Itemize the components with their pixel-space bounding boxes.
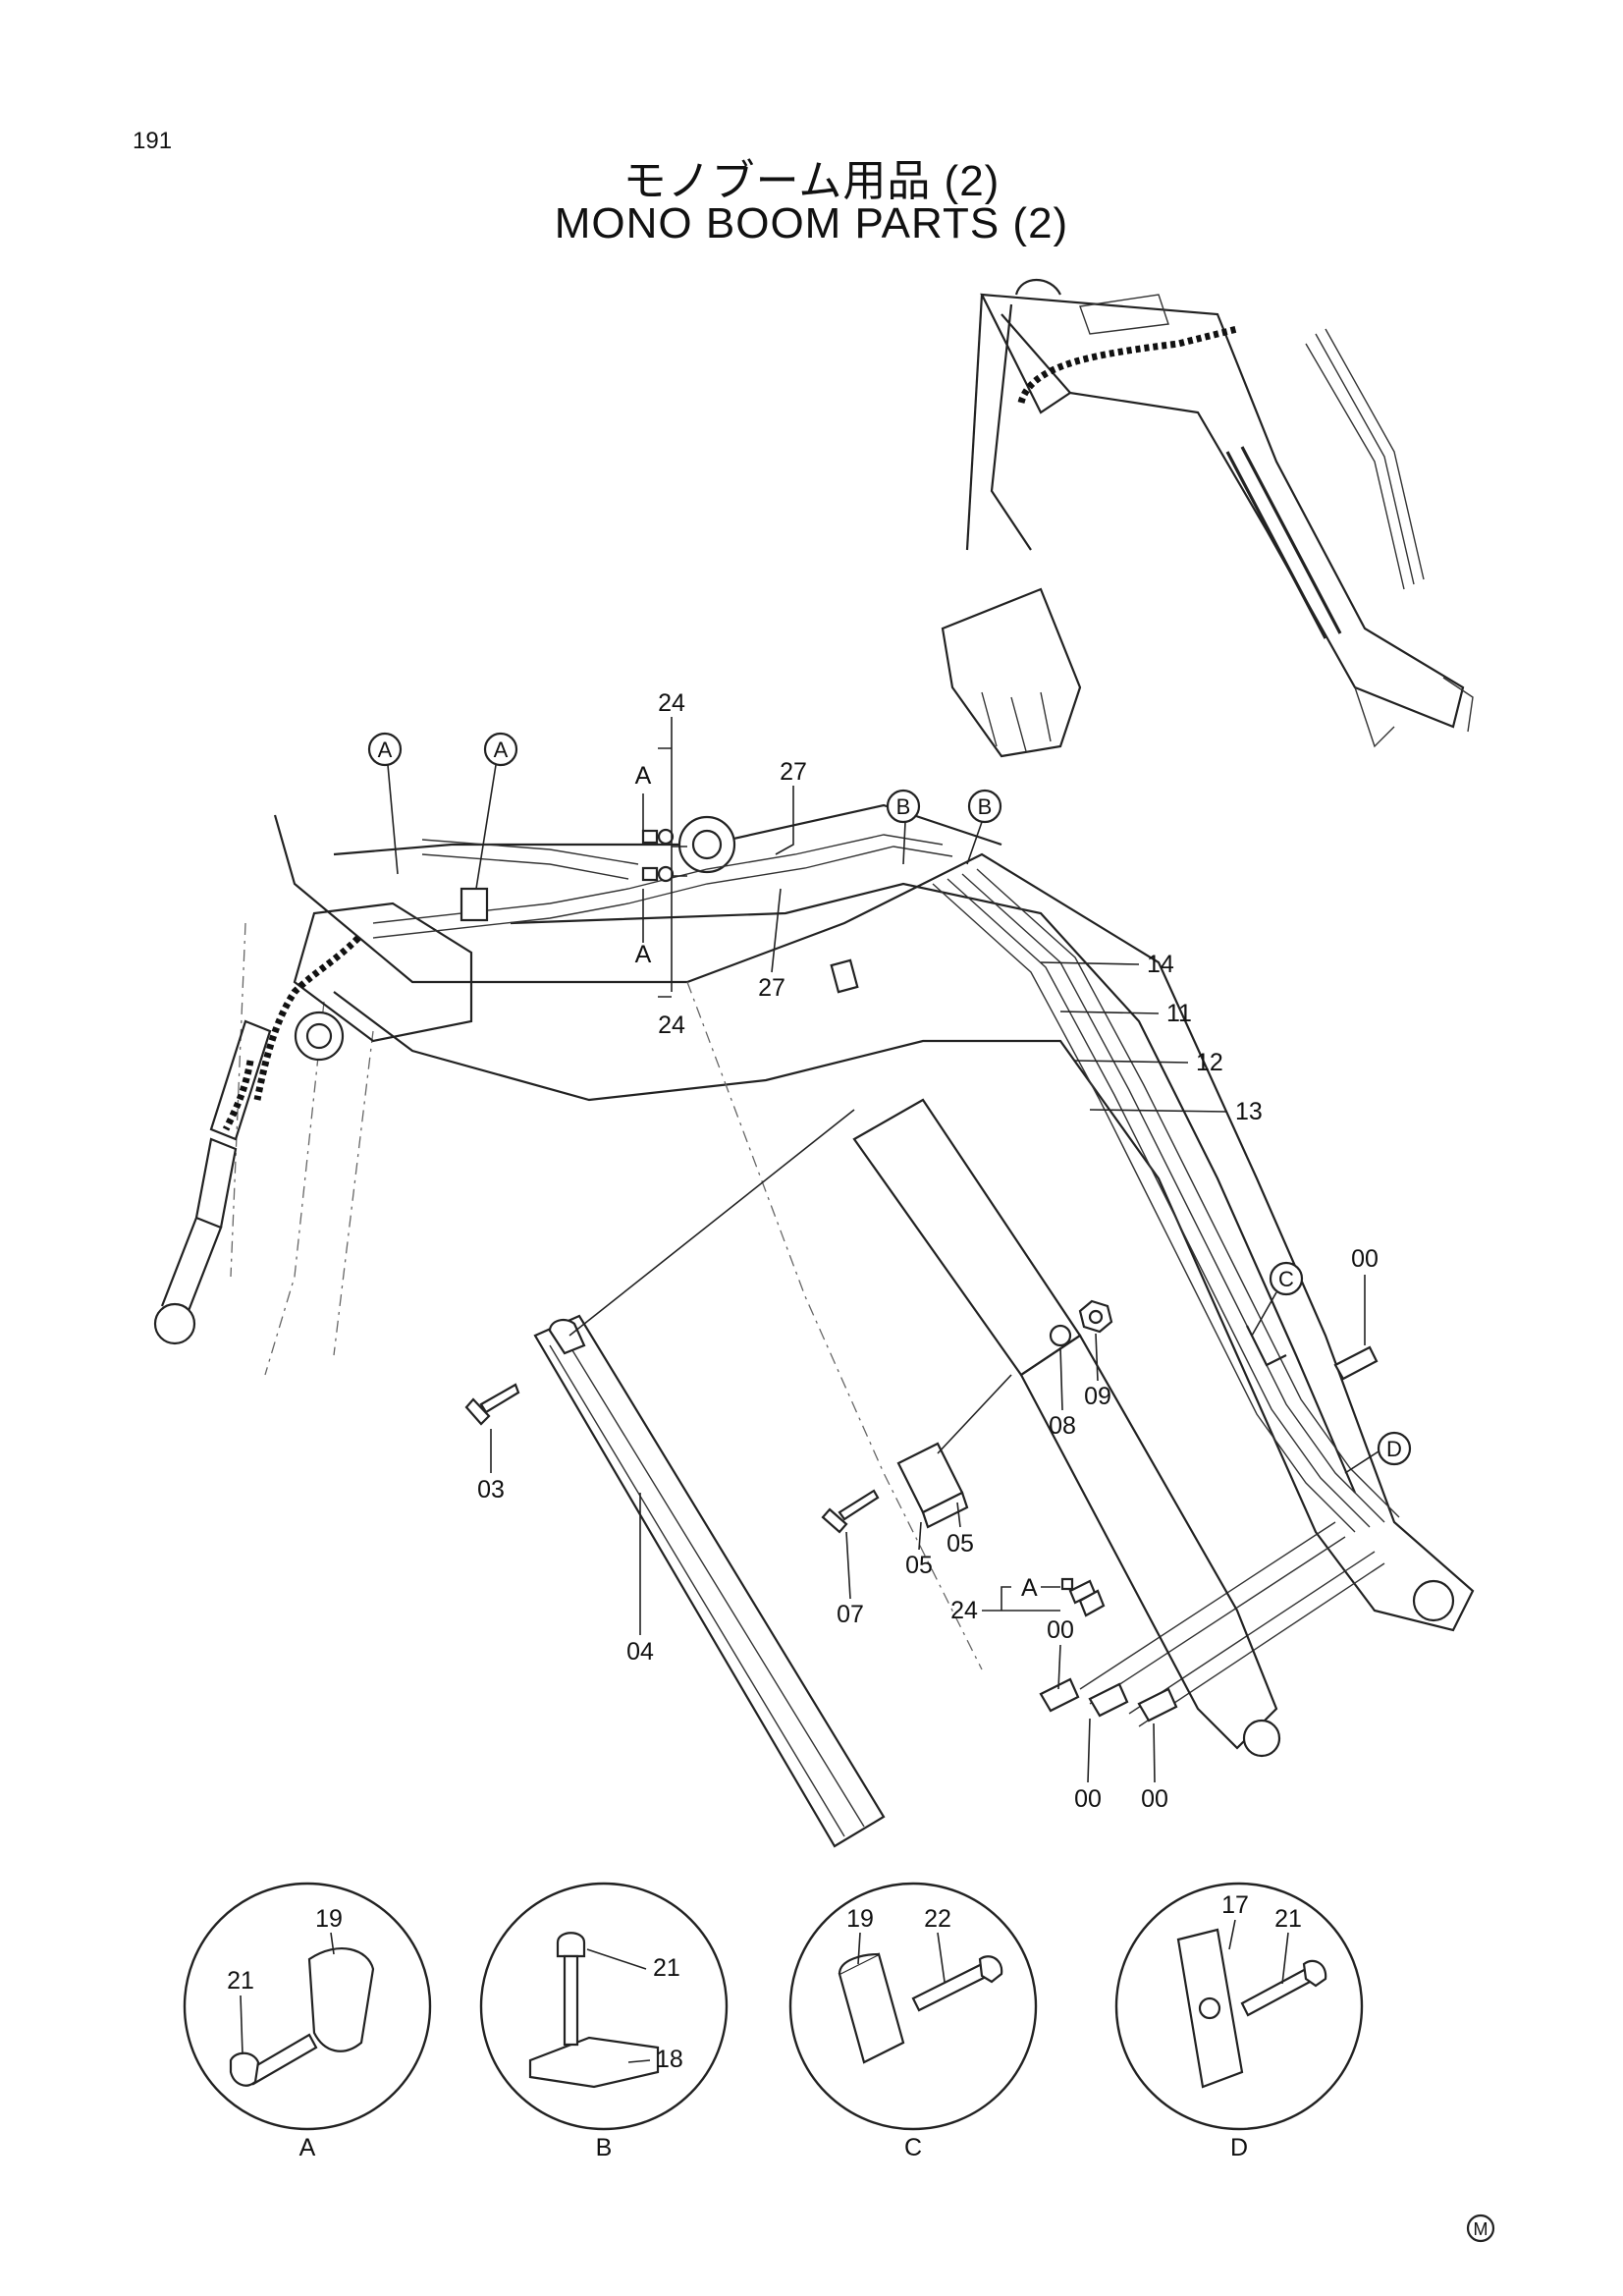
detail-d-label-17: 17 bbox=[1221, 1891, 1249, 1919]
label-05-right: 05 bbox=[947, 1530, 974, 1558]
title-english: MONO BOOM PARTS (2) bbox=[554, 199, 1069, 247]
corner-mark-letter: M bbox=[1474, 2219, 1488, 2239]
callout-c: C bbox=[1251, 1261, 1304, 1337]
title-japanese: モノブーム用品 (2) bbox=[622, 157, 1001, 205]
label-24-small: 24 bbox=[950, 1597, 978, 1624]
detail-c: 19 22 C bbox=[788, 1882, 1038, 2161]
label-08: 08 bbox=[1049, 1412, 1076, 1440]
label-04: 04 bbox=[626, 1638, 654, 1666]
detail-c-label-19: 19 bbox=[846, 1905, 874, 1933]
label-24-top: 24 bbox=[658, 689, 685, 717]
label-27-bottom: 27 bbox=[758, 974, 785, 1002]
label-00-fitting-2: 00 bbox=[1074, 1785, 1102, 1813]
detail-d-letter: D bbox=[1230, 2134, 1248, 2161]
part-labels: 24 A A 24 27 27 14 11 12 13 00 00 00 00 … bbox=[477, 689, 1379, 1813]
callout-d-letter: D bbox=[1386, 1437, 1402, 1461]
label-13: 13 bbox=[1235, 1098, 1263, 1125]
label-11: 11 bbox=[1166, 1000, 1192, 1027]
detail-b: 21 18 B bbox=[479, 1882, 729, 2161]
detail-b-letter: B bbox=[596, 2134, 613, 2161]
loose-parts bbox=[464, 1109, 1379, 1848]
detail-d: 17 21 D bbox=[1114, 1882, 1364, 2161]
callout-d: D bbox=[1344, 1431, 1412, 1474]
ref-a-top: A bbox=[635, 762, 652, 790]
callout-b2-letter: B bbox=[978, 794, 993, 819]
label-07: 07 bbox=[837, 1601, 864, 1628]
overview-illustration bbox=[941, 279, 1474, 758]
detail-a: 19 21 A bbox=[183, 1882, 432, 2161]
callout-a1-letter: A bbox=[378, 738, 393, 762]
callout-b2: B bbox=[966, 789, 1002, 865]
callout-a2-letter: A bbox=[494, 738, 509, 762]
label-03: 03 bbox=[477, 1476, 505, 1503]
detail-c-letter: C bbox=[904, 2134, 922, 2161]
detail-a-label-21: 21 bbox=[227, 1967, 254, 1995]
label-00-right: 00 bbox=[1351, 1245, 1379, 1273]
detail-a-label-19: 19 bbox=[315, 1905, 343, 1933]
corner-mark: M bbox=[1466, 2214, 1495, 2243]
label-14: 14 bbox=[1147, 951, 1174, 978]
callout-b1-letter: B bbox=[896, 794, 911, 819]
label-05-left: 05 bbox=[905, 1552, 933, 1579]
callout-b1: B bbox=[886, 789, 921, 865]
detail-a-letter: A bbox=[299, 2134, 316, 2161]
label-09: 09 bbox=[1084, 1383, 1111, 1410]
ref-a-small: A bbox=[1021, 1574, 1038, 1602]
ref-a-bottom: A bbox=[635, 941, 652, 968]
label-00-fitting-1: 00 bbox=[1047, 1616, 1074, 1644]
boom-assembly bbox=[153, 803, 1475, 1758]
detail-b-label-21: 21 bbox=[653, 1954, 680, 1982]
label-00-fitting-3: 00 bbox=[1141, 1785, 1168, 1813]
callout-a2: A bbox=[475, 732, 518, 890]
label-12: 12 bbox=[1196, 1049, 1223, 1076]
label-27-top: 27 bbox=[780, 758, 807, 786]
callout-c-letter: C bbox=[1278, 1267, 1294, 1291]
detail-c-label-22: 22 bbox=[924, 1905, 951, 1933]
callout-a1: A bbox=[367, 732, 403, 875]
detail-b-label-18: 18 bbox=[656, 2046, 683, 2073]
label-24-bottom: 24 bbox=[658, 1011, 685, 1039]
detail-d-label-21: 21 bbox=[1274, 1905, 1302, 1933]
page-number: 191 bbox=[133, 128, 173, 154]
